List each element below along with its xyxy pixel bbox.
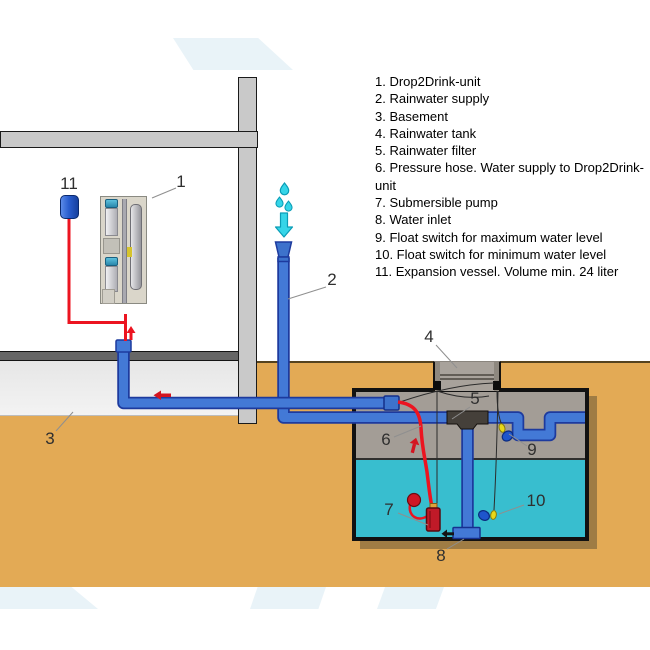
submersible-pump (425, 503, 441, 532)
callout-9: 9 (527, 440, 537, 459)
legend-item: 1. Drop2Drink-unit (375, 74, 481, 89)
unit-filter-cap-top (105, 199, 118, 208)
callout-2: 2 (327, 270, 337, 289)
callout-7: 7 (384, 500, 394, 519)
callout-8: 8 (436, 546, 446, 565)
downpipe-funnel (274, 241, 293, 263)
callout-6: 6 (381, 430, 391, 449)
callout-10: 10 (526, 491, 546, 510)
decoration-bottom-left (0, 587, 98, 609)
decoration-bottom-right (377, 587, 444, 609)
shaft-corner-junction-left (433, 381, 441, 390)
left-arrow-icon (441, 529, 454, 538)
legend-item: 2. Rainwater supply (375, 91, 490, 107)
decoration-bottom-mid (250, 587, 326, 609)
shaft-wall-right (494, 362, 499, 391)
legend-item: 8. Water inlet (375, 212, 452, 228)
up-arrow-icon (126, 326, 136, 340)
up-arrow-icon (409, 437, 420, 454)
callout-1: 1 (176, 172, 186, 191)
cable-run (436, 390, 490, 398)
down-arrow-icon (274, 212, 294, 238)
shaft-lid-seam (440, 374, 494, 376)
pump-float-ball (406, 492, 422, 508)
expansion-vessel (60, 195, 79, 219)
unit-control-box (102, 289, 115, 304)
float-switch-max (498, 423, 514, 442)
building-wall-column (238, 77, 257, 424)
shaft-lid-seam (440, 378, 494, 380)
callout-pointer-lines (55, 187, 528, 550)
drop2drink-unit (100, 196, 147, 304)
unit-bracket (103, 238, 120, 254)
shaft-corner-junction-right (493, 381, 501, 390)
callout-3: 3 (45, 429, 55, 448)
unit-filter-body-top (105, 208, 118, 236)
callout-5: 5 (470, 389, 480, 408)
unit-filter-cap-bottom (105, 257, 118, 266)
legend-item: 11. Expansion vessel. Volume min. 24 lit… (375, 264, 619, 280)
water-inlet (452, 526, 481, 540)
tank-access-shaft (433, 361, 501, 391)
flow-arrows (126, 326, 454, 538)
legend-item: 7. Submersible pump (375, 195, 498, 211)
pipes (117, 258, 585, 529)
legend-item: 6. Pressure hose. Water supply to Drop2D… (375, 160, 645, 193)
water-drops-icon (275, 182, 293, 212)
left-arrow-icon (153, 390, 171, 400)
legend-item: 3. Basement (375, 108, 448, 124)
floor-pipe-fitting (115, 339, 132, 353)
legend-item: 5. Rainwater filter (375, 143, 477, 159)
tank-pipe-fitting (383, 395, 400, 411)
legend: 1. Drop2Drink-unit 2. Rainwater supply 3… (375, 73, 645, 281)
legend-item: 9. Float switch for maximum water level (375, 229, 603, 245)
unit-pipe (122, 199, 127, 303)
callout-4: 4 (424, 327, 434, 346)
legend-item: 10. Float switch for minimum water level (375, 246, 607, 262)
cable-run (399, 382, 495, 403)
callout-11: 11 (60, 174, 78, 193)
vessel-line (67, 219, 126, 324)
unit-label-tag (127, 247, 132, 257)
float-switch-min (478, 510, 497, 521)
rainwater-filter (446, 410, 489, 430)
ceiling-beam (0, 131, 258, 148)
ground-soil-left (0, 415, 259, 587)
rain-downpipe (279, 259, 448, 422)
overflow-pipe (488, 413, 585, 440)
pressure-hose (397, 400, 434, 508)
legend-item: 4. Rainwater tank (375, 125, 477, 141)
float-and-pump-cables (399, 382, 503, 511)
float-min-cable (493, 390, 499, 511)
shaft-wall-left (435, 362, 440, 391)
pressure-pipe (119, 344, 389, 408)
